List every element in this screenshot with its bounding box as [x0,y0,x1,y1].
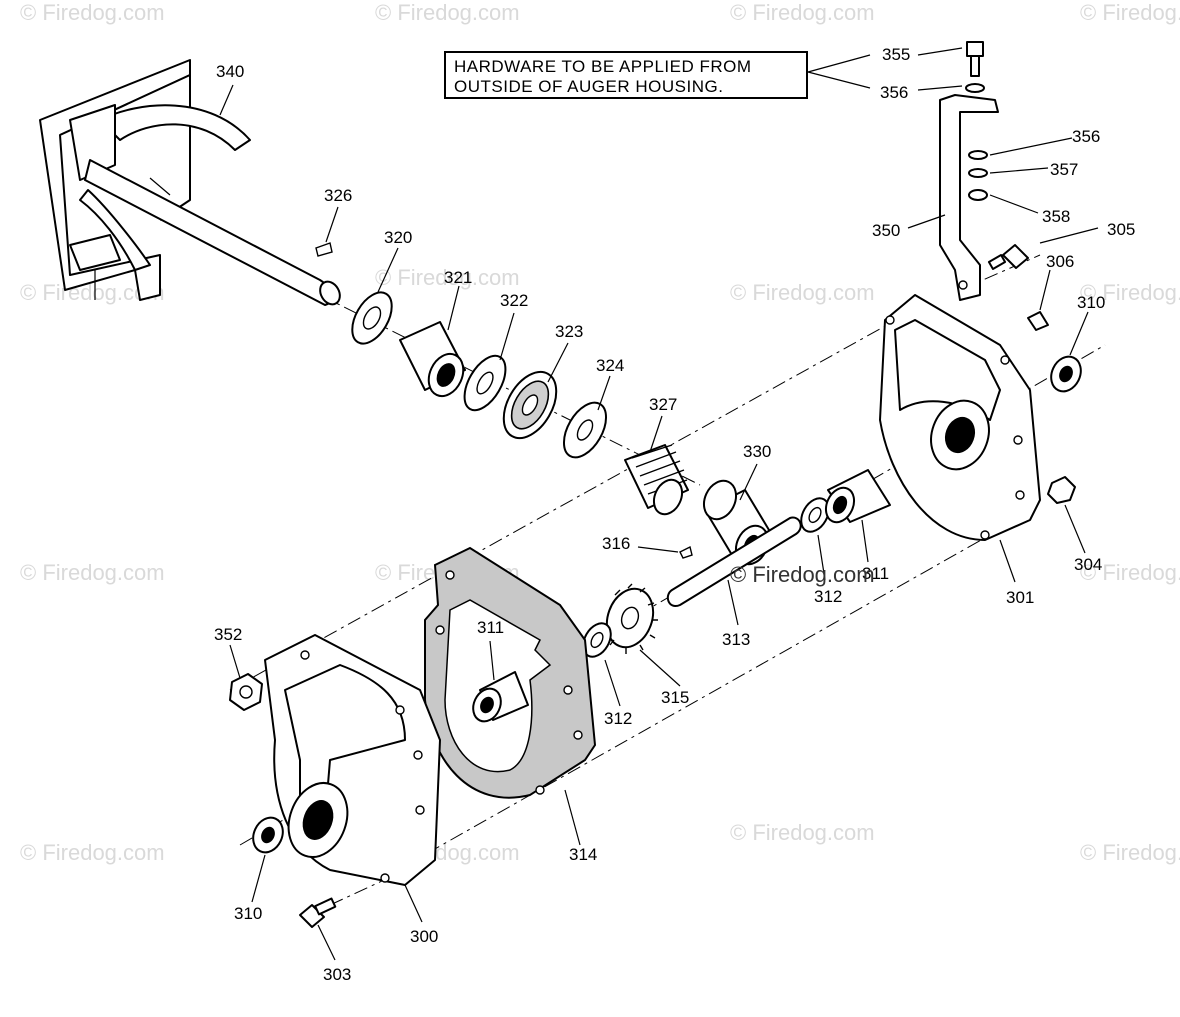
watermark: © Firedog.com [375,265,520,290]
watermark-layer: © Firedog.com © Firedog.com © Firedog.co… [20,0,1180,865]
callout-324: 324 [596,356,624,375]
callout-340: 340 [216,62,244,81]
washer-324 [562,401,608,459]
callout-352: 352 [214,625,242,644]
bearing-310-right [1050,355,1082,393]
thrust-bearing-323 [502,370,558,440]
washer-312-upper [800,497,830,533]
bolt-303 [299,897,337,928]
watermark: © Firedog.com [1080,840,1180,865]
watermark: © Firedog.com [20,840,165,865]
callout-306: 306 [1046,252,1074,271]
watermark: © Firedog.com [20,560,165,585]
callout-316: 316 [602,534,630,553]
watermark: © Firedog.com [730,820,875,845]
callout-310-right: 310 [1077,293,1105,312]
callout-310-left: 310 [234,904,262,923]
washer-322 [463,354,507,412]
key-316 [679,545,693,559]
callout-322: 322 [500,291,528,310]
callout-304: 304 [1074,555,1102,574]
gear-case-300 [264,634,441,886]
callout-330: 330 [743,442,771,461]
note-line-2: OUTSIDE OF AUGER HOUSING. [454,77,723,96]
watermark: © Firedog.com [1080,280,1180,305]
nut-304 [1047,476,1076,504]
nut-352 [229,673,263,711]
bearing-310-left [252,816,284,854]
callout-312-lower: 312 [604,709,632,728]
setscrew-306 [1027,311,1049,331]
hardware-note: HARDWARE TO BE APPLIED FROM OUTSIDE OF A… [444,51,871,99]
bolt-305 [987,244,1029,270]
callout-326: 326 [324,186,352,205]
watermark: © Firedog.com [20,0,165,25]
callout-301: 301 [1006,588,1034,607]
washer-356 [965,83,988,160]
bolt-355 [966,41,984,77]
callout-leaders [219,47,1099,961]
watermark-center: © Firedog.com [730,562,875,587]
note-line-1: HARDWARE TO BE APPLIED FROM [454,57,752,76]
bearing-321 [399,321,466,398]
callout-356-mid: 356 [1072,127,1100,146]
washer-320 [351,291,393,345]
callout-312-upper: 312 [814,587,842,606]
gear-case-301 [879,294,1041,541]
bearing-311-lower [472,671,529,723]
callout-303: 303 [323,965,351,984]
watermark: © Firedog.com [375,0,520,25]
callout-313: 313 [722,630,750,649]
callout-320: 320 [384,228,412,247]
callout-356-top: 356 [880,83,908,102]
callout-355: 355 [882,45,910,64]
auger-shaft-assembly-340 [39,59,341,306]
callout-357: 357 [1050,160,1078,179]
callout-358: 358 [1042,207,1070,226]
callout-350: 350 [872,221,900,240]
callout-311-lower: 311 [477,618,504,637]
key-326 [315,242,333,257]
watermark: © Firedog.com [730,280,875,305]
gasket-314 [424,546,597,799]
callout-315: 315 [661,688,689,707]
callout-311-upper: 311 [862,564,889,583]
watermark: © Firedog.com [1080,560,1180,585]
callout-327: 327 [649,395,677,414]
callout-323: 323 [555,322,583,341]
callout-314: 314 [569,845,597,864]
shaft-313 [666,516,802,607]
washer-312-lower [582,622,612,658]
callout-labels: 355 356 356 357 358 350 305 306 310 340 … [214,45,1135,984]
lockwasher-357 [968,168,988,178]
nut-358 [968,189,988,201]
spur-gear-315 [601,583,658,654]
callout-305: 305 [1107,220,1135,239]
callout-300: 300 [410,927,438,946]
bearing-311-upper [824,469,891,524]
bracket-350 [939,94,999,301]
worm-gear-327 [624,444,689,516]
watermark: © Firedog.com [1080,0,1180,25]
callout-321: 321 [444,268,472,287]
watermark: © Firedog.com [730,0,875,25]
